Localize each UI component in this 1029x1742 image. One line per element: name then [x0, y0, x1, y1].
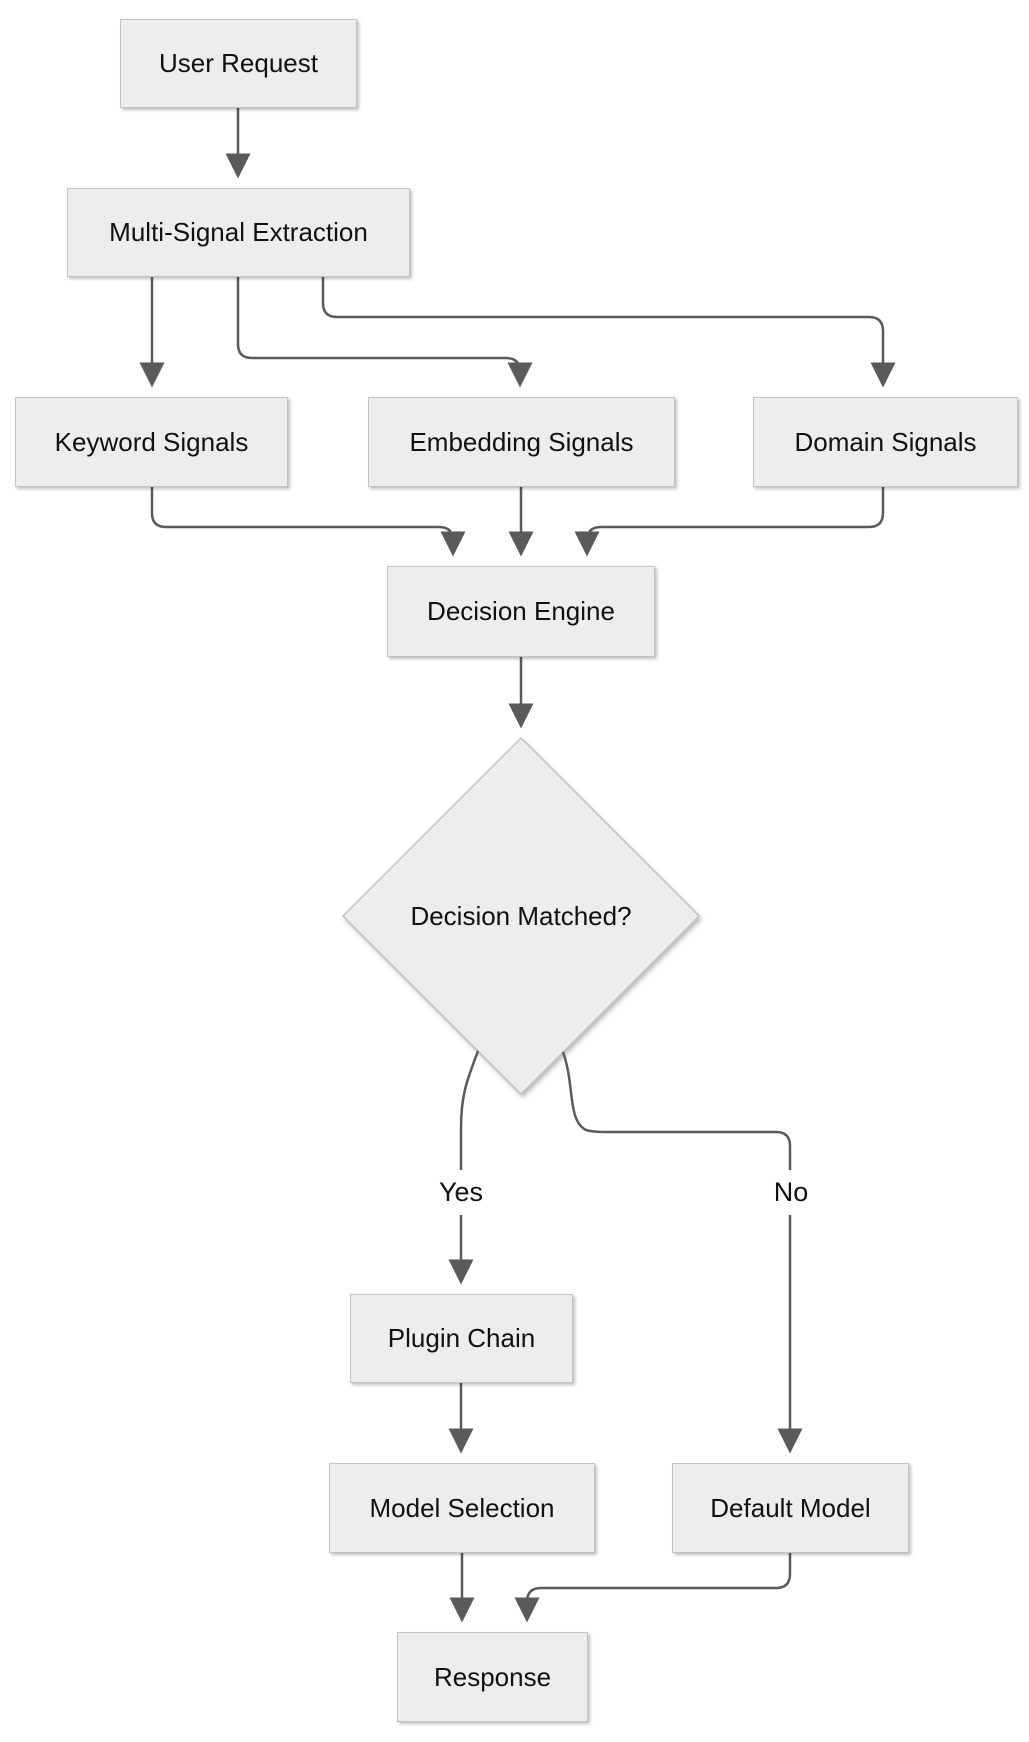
- node-decision-matched-label: Decision Matched?: [410, 900, 632, 931]
- node-plugin-chain-label: Plugin Chain: [387, 1323, 536, 1353]
- node-response: Response: [397, 1632, 588, 1722]
- edge-label-no-text: No: [773, 1177, 809, 1207]
- edge-domain-to-decision-engine: [574, 487, 885, 557]
- node-domain-signals: Domain Signals: [753, 397, 1018, 487]
- edge-multi-signal-to-domain: [321, 277, 896, 388]
- edge-diamond-no-to-default-model: [561, 1051, 803, 1454]
- node-multi-signal-extraction: Multi-Signal Extraction: [67, 188, 410, 277]
- edge-label-yes-text: Yes: [438, 1177, 484, 1207]
- edge-label-yes: Yes: [425, 1170, 497, 1215]
- node-user-request: User Request: [120, 19, 357, 108]
- edge-label-no: No: [760, 1170, 822, 1215]
- node-embedding-signals-label: Embedding Signals: [409, 426, 634, 457]
- node-user-request-label: User Request: [159, 48, 318, 78]
- node-keyword-signals-label: Keyword Signals: [54, 426, 249, 457]
- node-embedding-signals: Embedding Signals: [368, 397, 675, 487]
- edge-diamond-yes-to-plugin-chain: [448, 1050, 480, 1285]
- node-default-model: Default Model: [672, 1463, 909, 1553]
- node-domain-signals-label: Domain Signals: [794, 426, 977, 457]
- node-multi-signal-extraction-label: Multi-Signal Extraction: [109, 217, 368, 247]
- decision-diamond-shape: [341, 736, 701, 1096]
- node-keyword-signals: Keyword Signals: [15, 397, 288, 487]
- edge-multi-signal-to-embedding: [236, 277, 533, 388]
- node-default-model-label: Default Model: [710, 1492, 871, 1523]
- node-plugin-chain: Plugin Chain: [350, 1294, 573, 1383]
- node-model-selection-label: Model Selection: [369, 1492, 555, 1523]
- node-decision-engine-label: Decision Engine: [427, 596, 615, 626]
- node-model-selection: Model Selection: [329, 1463, 595, 1553]
- edge-keyword-to-decision-engine: [150, 487, 466, 557]
- node-response-label: Response: [433, 1661, 552, 1692]
- edge-default-model-to-response: [514, 1553, 792, 1623]
- node-decision-engine: Decision Engine: [387, 566, 655, 657]
- node-decision-matched: Decision Matched?: [381, 886, 661, 946]
